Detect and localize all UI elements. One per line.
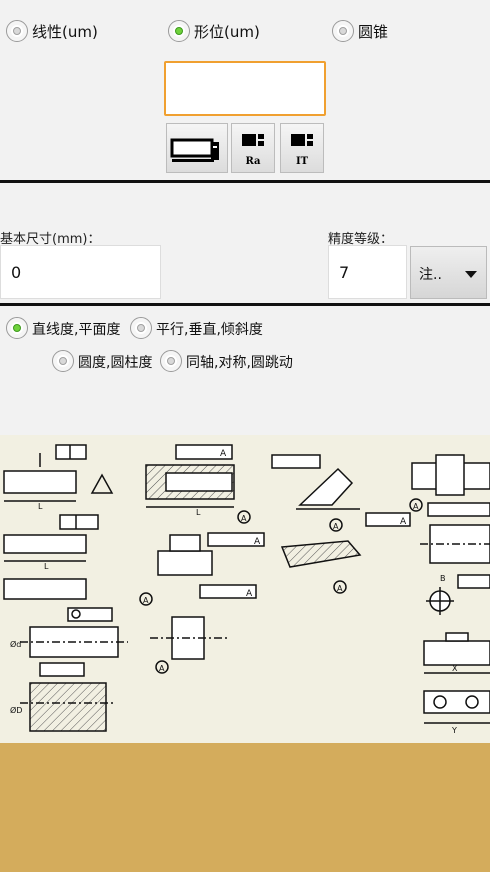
ra-button[interactable]: Ra	[231, 123, 275, 173]
radio-roundness-cylindricity[interactable]	[52, 350, 74, 372]
radio-cone-label: 圆锥	[358, 23, 389, 41]
tolerance-drawings: L L Ød ØD A L A A A A	[3, 444, 490, 735]
radio-dot	[137, 324, 145, 332]
datum-A-4: A	[400, 517, 407, 527]
radio-form-position-label: 形位(um)	[194, 23, 260, 41]
radio-straightness-flatness[interactable]	[6, 317, 28, 339]
letter-d: Ød	[10, 639, 21, 649]
radio-dot	[13, 27, 21, 35]
radio-parallel-perpendicular-label: 平行,垂直,倾斜度	[156, 322, 263, 338]
radio-linear-label: 线性(um)	[32, 23, 98, 41]
radio-parallel-perpendicular[interactable]	[130, 317, 152, 339]
separator-middle	[0, 303, 490, 306]
radio-dot	[167, 357, 175, 365]
dropdown-arrow-icon	[465, 271, 477, 278]
letter-L: L	[38, 502, 43, 511]
ra-text: Ra	[245, 156, 261, 167]
letter-B: B	[440, 574, 446, 583]
radio-form-position[interactable]	[168, 20, 190, 42]
radio-cone[interactable]	[332, 20, 354, 42]
it-text: IT	[296, 156, 309, 167]
letter-Y: Y	[451, 726, 457, 735]
precision-grade-label: 精度等级：	[328, 232, 394, 247]
computer-button[interactable]	[166, 123, 228, 173]
radio-dot	[59, 357, 67, 365]
datum-A-3: A	[246, 589, 253, 599]
letter-L-2: L	[44, 562, 49, 571]
result-output[interactable]	[164, 61, 326, 116]
datum-circle-A-2: A	[143, 596, 149, 605]
radio-dot	[175, 27, 183, 35]
radio-dot	[13, 324, 21, 332]
datum-circle-A-1: A	[241, 514, 247, 523]
letter-X: X	[452, 664, 458, 673]
radio-roundness-cylindricity-label: 圆度,圆柱度	[78, 355, 153, 371]
separator-top	[0, 180, 490, 183]
ra-icon: Ra	[242, 134, 264, 167]
datum-circle-A-3: A	[159, 664, 165, 673]
datum-circle-A-6: A	[413, 502, 419, 511]
datum-circle-A-5: A	[337, 584, 343, 593]
precision-grade-input[interactable]: 7	[328, 245, 407, 299]
radio-linear[interactable]	[6, 20, 28, 42]
tolerance-diagram: L L Ød ØD A L A A A A	[0, 435, 490, 743]
radio-coaxial-symmetry-runout-label: 同轴,对称,圆跳动	[186, 355, 293, 371]
letter-D: ØD	[10, 705, 22, 715]
note-dropdown[interactable]: 注..	[410, 246, 487, 299]
datum-circle-A-4: A	[333, 522, 339, 531]
it-button[interactable]: IT	[280, 123, 324, 173]
radio-straightness-flatness-label: 直线度,平面度	[32, 322, 121, 338]
it-icon: IT	[291, 134, 313, 167]
datum-A-2: A	[254, 537, 261, 547]
datum-A-1: A	[220, 449, 227, 459]
radio-coaxial-symmetry-runout[interactable]	[160, 350, 182, 372]
basic-size-input[interactable]: 0	[0, 245, 161, 299]
radio-dot	[339, 27, 347, 35]
letter-L-3: L	[196, 508, 201, 517]
bottom-panel	[0, 743, 490, 872]
basic-size-label: 基本尺寸(mm)：	[0, 232, 101, 247]
note-dropdown-label: 注..	[419, 267, 442, 283]
computer-icon	[170, 138, 219, 162]
